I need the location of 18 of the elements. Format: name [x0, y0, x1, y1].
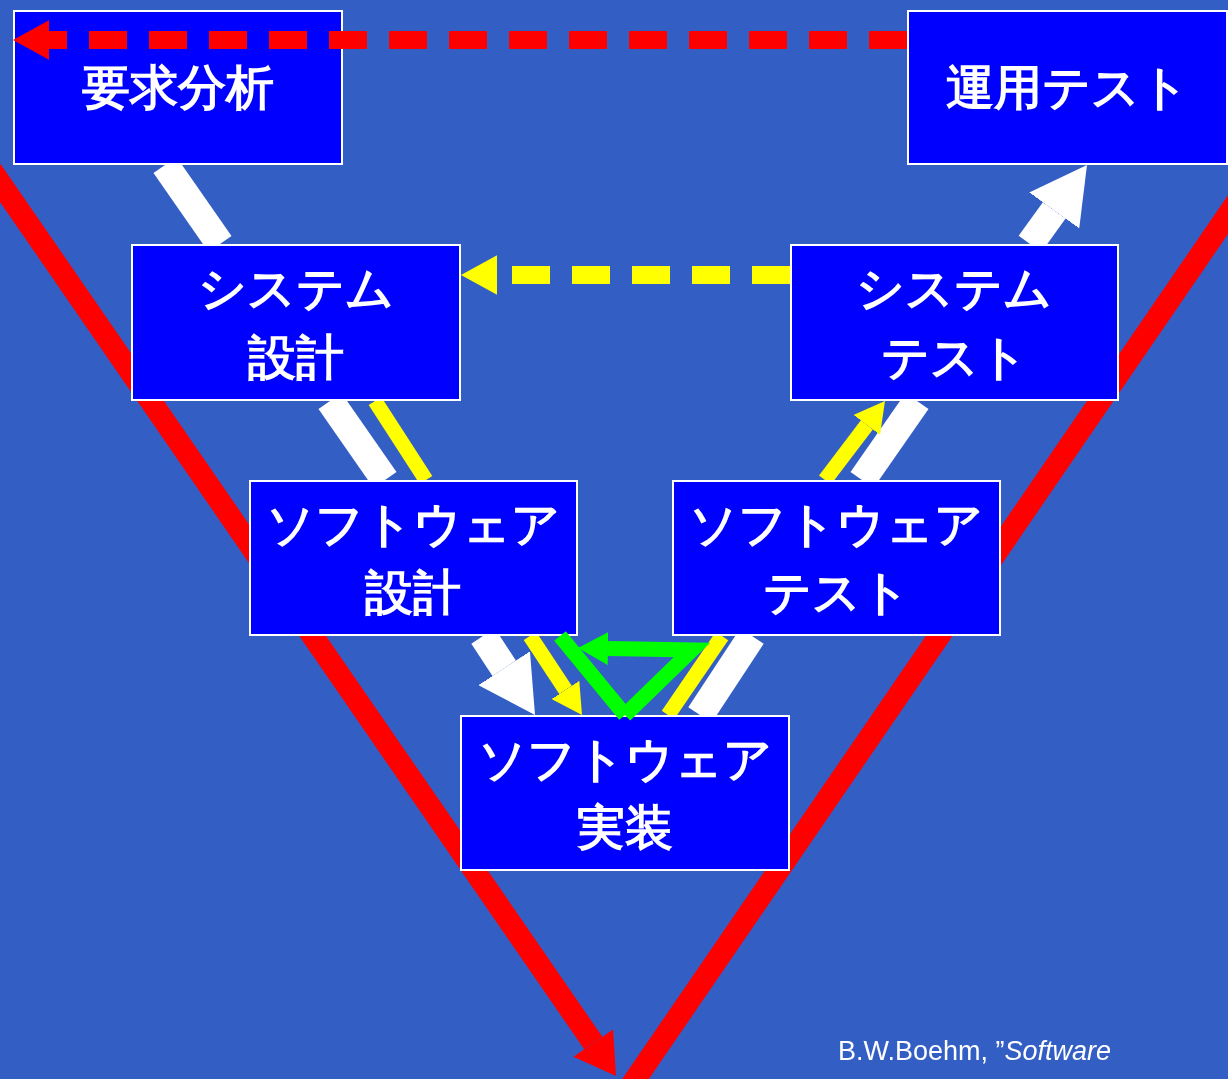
box-label: システム設計 [197, 259, 395, 387]
arrow [578, 632, 711, 721]
process-box [907, 10, 1228, 165]
box-label: 運用テスト [946, 58, 1189, 118]
process-box [460, 715, 790, 871]
citation-text: B.W.Boehm, ”Software [838, 1036, 1112, 1067]
process-box [672, 480, 1001, 636]
process-box [13, 10, 343, 165]
arrow [13, 20, 907, 60]
box-label: 要求分析 [82, 58, 274, 118]
box-label: システムテスト [855, 259, 1054, 387]
box-label: ソフトウェア設計 [265, 494, 562, 622]
process-box [249, 480, 578, 636]
process-box [131, 244, 461, 401]
box-label: ソフトウェア実装 [477, 729, 773, 857]
arrow [461, 255, 790, 295]
process-box [790, 244, 1119, 401]
box-label: ソフトウェアテスト [688, 494, 985, 622]
